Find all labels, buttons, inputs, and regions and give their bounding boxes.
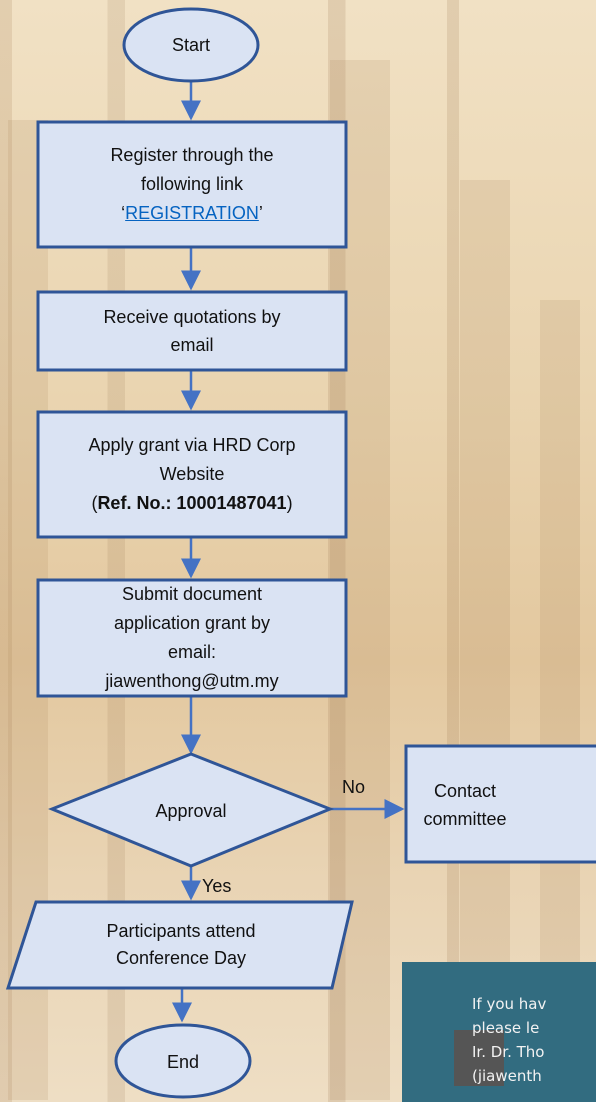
apply-line2: Website bbox=[159, 464, 225, 484]
apply-label: Apply grant via HRD Corp Website (Ref. N… bbox=[38, 412, 346, 537]
approval-label: Approval bbox=[90, 794, 292, 828]
register-link-line: ‘REGISTRATION’ bbox=[121, 199, 263, 228]
receive-line2: email bbox=[170, 335, 214, 355]
edge-label-no: No bbox=[342, 777, 366, 797]
submit-line1: Submit document bbox=[121, 584, 263, 604]
quote-open: ‘ bbox=[121, 203, 126, 223]
apply-box bbox=[36, 410, 348, 539]
contact-box bbox=[404, 744, 596, 864]
attend-line1: Participants attend bbox=[106, 921, 256, 941]
submit-line3: email: bbox=[167, 642, 216, 662]
info-line4: (jiawenth bbox=[472, 1067, 542, 1085]
approval-diamond bbox=[47, 752, 335, 868]
register-box bbox=[36, 120, 348, 249]
receive-label: Receive quotations by email bbox=[38, 292, 346, 370]
registration-link[interactable]: REGISTRATION bbox=[125, 203, 259, 223]
contact-line2: committee bbox=[423, 809, 507, 829]
submit-box bbox=[36, 578, 348, 698]
approval-text: Approval bbox=[155, 801, 227, 821]
info-line1: If you hav bbox=[472, 995, 547, 1013]
reference-number: Ref. No.: 10001487041 bbox=[97, 493, 287, 513]
register-line2: following link bbox=[140, 174, 244, 194]
submit-label: Submit document application grant by ema… bbox=[30, 578, 354, 698]
end-label: End bbox=[116, 1026, 250, 1098]
apply-line1: Apply grant via HRD Corp bbox=[88, 435, 296, 455]
contact-line1: Contact bbox=[433, 781, 497, 801]
receive-line1: Receive quotations by bbox=[103, 307, 281, 327]
receive-box bbox=[36, 290, 348, 372]
end-text: End bbox=[166, 1052, 200, 1072]
info-line2: please le bbox=[472, 1019, 540, 1037]
register-label: Register through the following link ‘REG… bbox=[38, 122, 346, 247]
contact-label: Contact committee bbox=[406, 770, 524, 840]
edge-label-yes: Yes bbox=[202, 876, 232, 896]
register-line1: Register through the bbox=[110, 145, 274, 165]
ref-open: ( bbox=[91, 493, 98, 513]
start-text: Start bbox=[171, 35, 210, 55]
info-line3: Ir. Dr. Tho bbox=[472, 1043, 545, 1061]
attend-parallelogram bbox=[5, 900, 354, 990]
end-node bbox=[114, 1023, 252, 1099]
submit-line2: application grant by bbox=[113, 613, 271, 633]
start-node bbox=[122, 7, 260, 83]
quote-close: ’ bbox=[258, 203, 263, 223]
ref-close: ) bbox=[286, 493, 293, 513]
submit-email: jiawenthong@utm.my bbox=[105, 671, 279, 691]
info-panel: If you hav please le Ir. Dr. Tho (jiawen… bbox=[402, 962, 596, 1102]
start-label: Start bbox=[124, 9, 258, 81]
apply-ref-line: (Ref. No.: 10001487041) bbox=[91, 489, 292, 518]
attend-line2: Conference Day bbox=[115, 948, 247, 968]
attend-label: Participants attend Conference Day bbox=[14, 902, 348, 988]
info-text: If you hav please le Ir. Dr. Tho (jiawen… bbox=[472, 992, 596, 1088]
info-square bbox=[454, 1030, 504, 1086]
